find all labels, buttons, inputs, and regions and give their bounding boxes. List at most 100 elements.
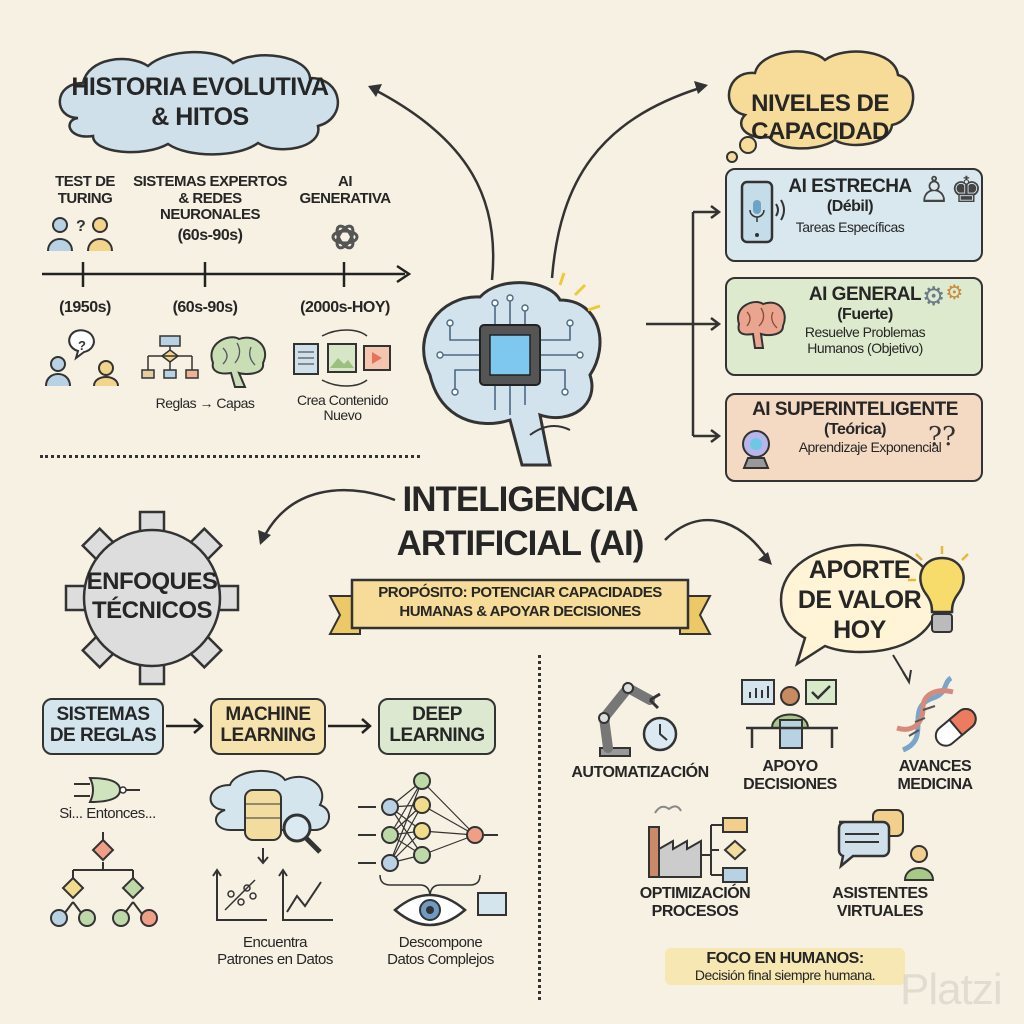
milestone-title-line: SISTEMAS EXPERTOS: [133, 173, 287, 190]
brain-icon: [736, 301, 786, 349]
logic-gate-icon: [74, 776, 140, 804]
value-title-line: APORTE: [808, 556, 911, 584]
caption-line: Crea Contenido: [296, 392, 389, 408]
platzi-watermark: Platzi: [900, 965, 1003, 1014]
level-sub: (Débil): [826, 197, 874, 215]
section-divider-vertical: [538, 655, 541, 1000]
history-title-line1: HISTORIA EVOLUTIVA: [71, 73, 329, 101]
human-focus-note: FOCO EN HUMANOS: Decisión final siempre …: [665, 948, 905, 985]
openai-logo-icon: [331, 224, 359, 250]
human-focus-text: Decisión final siempre humana.: [694, 966, 876, 983]
milestone-turing-title: TEST DE TURING: [40, 173, 130, 207]
circuit-brain-icon: [422, 272, 602, 467]
main-title-line2: ARTIFICIAL (AI): [396, 523, 645, 563]
milestone-date-60s-90s: (60s-90s): [172, 299, 238, 316]
approach-line: LEARNING: [220, 724, 316, 746]
level-general-text: AI GENERAL (Fuerte) Resuelve Problemas H…: [790, 284, 940, 356]
level-sub: (Teórica): [824, 420, 886, 438]
light-bulb-icon: [908, 546, 969, 633]
milestone-caption-rules-layers: Reglas → Capas: [155, 395, 255, 411]
approach-line: DEEP: [412, 704, 462, 725]
factory-process-icon: [648, 805, 748, 883]
level-desc: Resuelve Problemas: [804, 324, 926, 341]
value-item-assistants: ASISTENTES VIRTUALES: [820, 885, 940, 920]
decision-support-icon: [741, 679, 838, 749]
ml-caption: Encuentra Patrones en Datos: [195, 934, 355, 968]
value-item-medicine: AVANCES MEDICINA: [880, 758, 990, 793]
milestone-date-1950s: (1950s): [59, 299, 111, 316]
green-brain-icon: [210, 336, 266, 388]
history-title: HISTORIA EVOLUTIVA & HITOS: [55, 72, 345, 132]
arrow-to-history: [368, 84, 495, 281]
milestone-genai-title: AI GENERATIVA: [290, 173, 400, 207]
arrow-to-value: [664, 518, 772, 565]
milestone-caption-genai: Crea Contenido Nuevo: [280, 392, 405, 424]
caption-line: Descompone: [398, 934, 483, 951]
dl-caption: Descompone Datos Complejos: [368, 934, 513, 968]
gears-icon: ⚙⚙: [922, 281, 964, 311]
level-name: AI ESTRECHA: [788, 176, 912, 197]
value-item-line: PROCESOS: [651, 902, 739, 920]
approach-line: LEARNING: [389, 724, 485, 746]
approaches-title: ENFOQUES TÉCNICOS: [72, 568, 232, 626]
value-item-line: ASISTENTES: [832, 885, 928, 902]
milestone-title-line: & REDES: [178, 189, 242, 207]
approach-dl-box: DEEP LEARNING: [378, 698, 496, 755]
level-name: AI GENERAL: [808, 284, 922, 305]
value-item-line: VIRTUALES: [836, 902, 924, 920]
approach-line: MACHINE: [225, 704, 311, 725]
svg-text:?: ?: [78, 338, 86, 353]
question-marks-icon: ??: [928, 422, 956, 452]
content-generation-icon: [293, 329, 391, 387]
level-narrow-text: AI ESTRECHA (Débil) Tareas Específicas: [785, 176, 915, 236]
value-item-line: DECISIONES: [743, 775, 837, 793]
value-item-line: MEDICINA: [897, 775, 973, 793]
level-name: AI SUPERINTELIGENTE: [752, 399, 958, 420]
level-desc: Humanos (Objetivo): [807, 339, 923, 356]
rules-caption: Si... Entonces...: [59, 805, 156, 822]
value-item-optimization: OPTIMIZACIÓN PROCESOS: [625, 885, 765, 920]
arrow-bulb-to-medicine: [892, 654, 912, 685]
value-title: APORTE DE VALOR HOY: [782, 555, 937, 645]
levels-title: NIVELES DE CAPACIDAD: [730, 90, 910, 145]
dna-pill-icon: [896, 675, 977, 753]
purpose-line2: HUMANAS & APOYAR DECISIONES: [399, 602, 641, 620]
purpose-text: PROPÓSITO: POTENCIAR CAPACIDADES HUMANAS…: [355, 584, 685, 622]
milestone-title-line: GENERATIVA: [299, 189, 391, 207]
approach-ml-box: MACHINE LEARNING: [210, 698, 326, 755]
caption-line: Encuentra: [243, 934, 307, 951]
cloud-database-search-icon: [209, 769, 333, 921]
crystal-ball-icon: [742, 430, 770, 469]
milestone-title-line: TEST DE: [55, 173, 115, 190]
caption-line: Patrones en Datos: [217, 950, 333, 968]
approaches-title-line2: TÉCNICOS: [91, 596, 213, 624]
timeline-axis: [42, 262, 412, 287]
turing-people-icon: ?: [47, 217, 113, 252]
levels-title-line2: CAPACIDAD: [751, 117, 889, 145]
value-item-line: OPTIMIZACIÓN: [639, 885, 751, 902]
purpose-ribbon: [328, 578, 712, 635]
robot-arm-clock-icon: [598, 681, 678, 757]
milestone-date-2000s: (2000s-HOY): [300, 299, 390, 316]
value-item-line: AVANCES: [898, 758, 972, 775]
level-desc: Tareas Específicas: [795, 219, 905, 236]
main-title: INTELIGENCIA ARTIFICIAL (AI): [330, 478, 710, 566]
human-focus-title: FOCO EN HUMANOS:: [706, 950, 864, 967]
level-sub: (Fuerte): [837, 305, 893, 323]
value-title-line: HOY: [833, 616, 886, 644]
flowchart-icon: [141, 335, 199, 379]
conversation-icon: ?: [45, 329, 119, 387]
chess-icon: ♙♚: [918, 169, 983, 210]
levels-thought-bubble: [726, 50, 915, 163]
main-title-line1: INTELIGENCIA: [402, 480, 639, 519]
milestone-expert-title: SISTEMAS EXPERTOS & REDES NEURONALES (60…: [120, 173, 300, 244]
value-title-line: DE VALOR: [797, 586, 922, 614]
caption-line: Nuevo: [323, 407, 362, 424]
history-cloud-shape: [58, 50, 340, 156]
milestone-title-line: NEURONALES: [159, 206, 261, 223]
phone-voice-icon: [740, 180, 785, 244]
section-divider-horizontal: [40, 455, 420, 458]
virtual-assistant-icon: [837, 809, 935, 881]
decision-tree-icon: [50, 832, 158, 927]
value-item-automation: AUTOMATIZACIÓN: [571, 764, 709, 781]
